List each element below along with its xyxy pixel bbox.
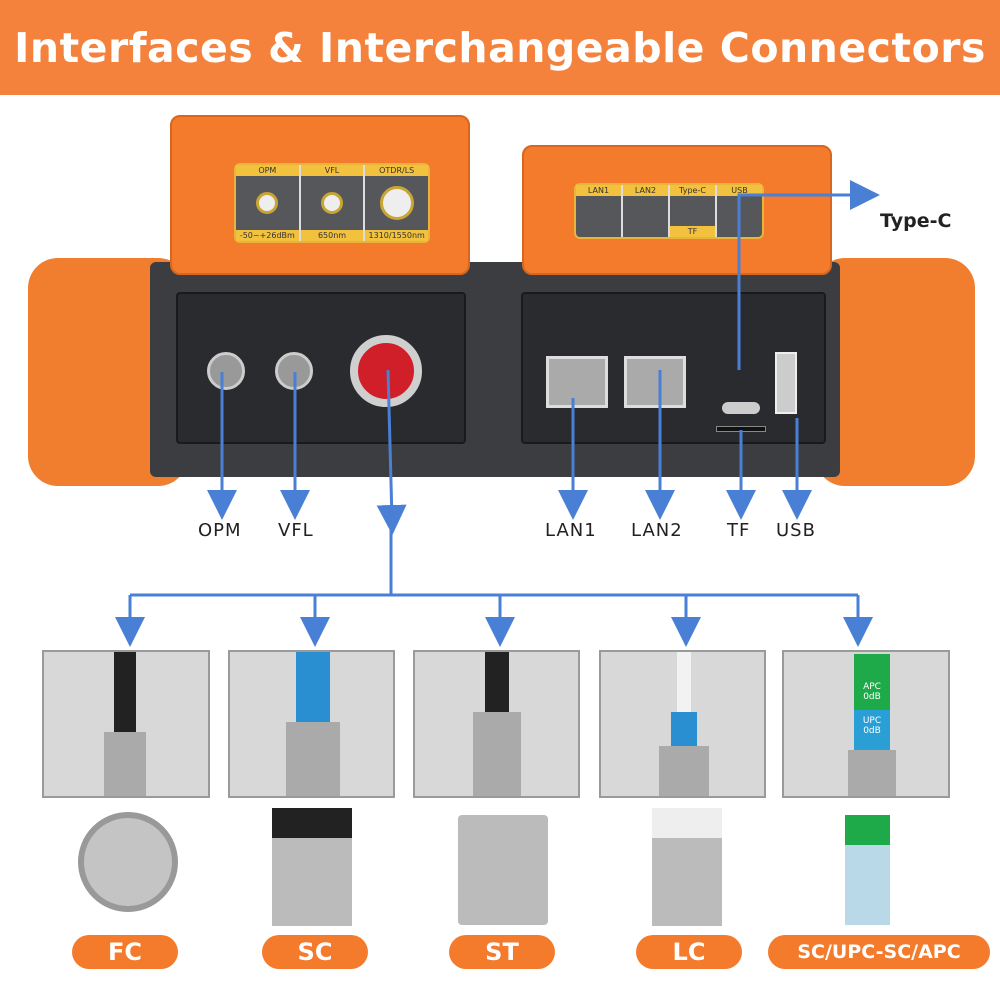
sc-label: SC <box>262 935 368 969</box>
vfl-label: VFL <box>278 520 314 541</box>
legend-usb: USB <box>717 185 762 237</box>
lan1-label: LAN1 <box>545 520 597 541</box>
sc-upc-apc-label: SC/UPC-SC/APC <box>768 935 990 969</box>
otdr-arrow <box>376 369 407 535</box>
lan1-port <box>546 356 608 408</box>
st-label: ST <box>449 935 555 969</box>
page-title: Interfaces & Interchangeable Connectors <box>14 23 986 72</box>
header-banner: Interfaces & Interchangeable Connectors <box>0 0 1000 95</box>
legend-lan2: LAN2 <box>623 185 670 237</box>
st-adapter-image <box>458 815 548 925</box>
otdr-port <box>350 335 422 407</box>
usb-port <box>775 352 797 414</box>
right-bumper <box>815 258 975 486</box>
legend-lan1: LAN1 <box>576 185 623 237</box>
type-c-label: Type-C <box>880 210 952 232</box>
legend-opm: OPM-50~+26dBm <box>236 165 301 241</box>
opm-label: OPM <box>198 520 242 541</box>
type-c-arrow <box>737 180 880 370</box>
sc-adapter-image <box>272 808 352 926</box>
tree-trunk <box>130 528 858 597</box>
fc-adapter-image <box>78 812 178 912</box>
fc-label: FC <box>72 935 178 969</box>
lan2-port <box>624 356 686 408</box>
usb-label: USB <box>776 520 816 541</box>
attenuator-image <box>845 815 890 925</box>
tf-label: TF <box>727 520 751 541</box>
lan2-label: LAN2 <box>631 520 683 541</box>
lc-adapter-image <box>652 808 722 926</box>
lc-connector-photo <box>599 650 766 798</box>
vfl-port <box>275 352 313 390</box>
fc-connector-photo <box>42 650 210 798</box>
type-c-port <box>722 402 760 414</box>
lc-label: LC <box>636 935 742 969</box>
st-connector-photo <box>413 650 580 798</box>
sc-connector-photo <box>228 650 395 798</box>
opm-port <box>207 352 245 390</box>
